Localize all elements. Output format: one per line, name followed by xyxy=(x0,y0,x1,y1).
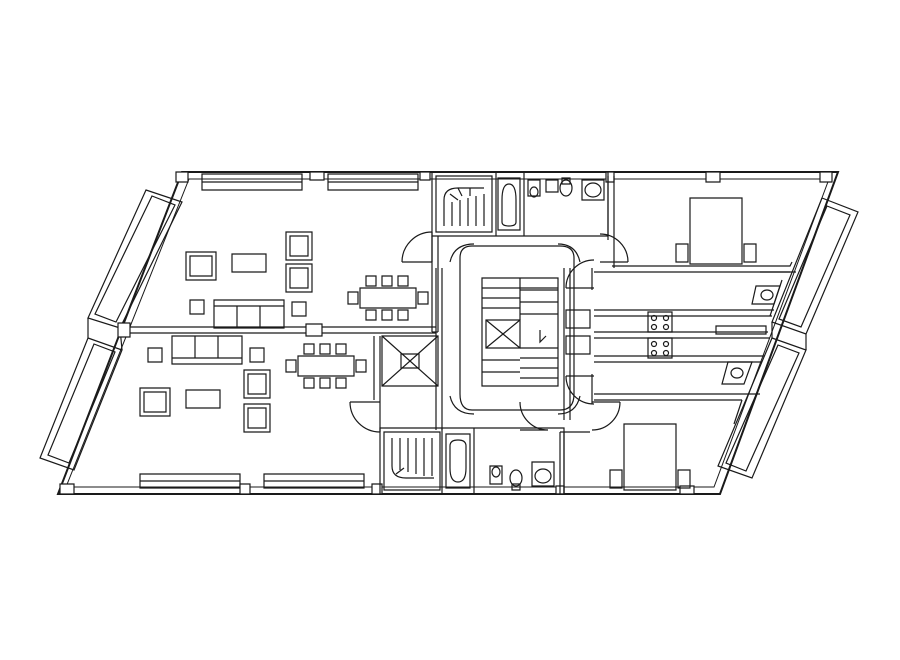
bidet-icon xyxy=(528,180,540,196)
main-staircase xyxy=(482,278,558,386)
balcony-west xyxy=(40,190,182,470)
service-core-north xyxy=(436,176,604,232)
dining-set-south xyxy=(286,344,366,388)
side-table-icon xyxy=(190,300,204,314)
coffee-table-icon xyxy=(186,390,220,408)
washbasin-icon xyxy=(582,180,604,200)
armchair-icon xyxy=(244,404,270,432)
bed-icon xyxy=(624,424,676,490)
cooktop-icon xyxy=(648,338,672,358)
nightstand-icon xyxy=(744,244,756,262)
wall-stubs xyxy=(374,268,592,404)
armchair-icon xyxy=(186,252,216,280)
kitchens-east xyxy=(566,272,796,384)
stair-hall xyxy=(450,244,580,414)
toilet-icon xyxy=(510,470,522,486)
furniture-living-south xyxy=(140,336,270,432)
kitchen-unit xyxy=(566,310,590,328)
toilet-icon xyxy=(560,180,572,196)
armchair-icon xyxy=(286,232,312,260)
side-table-icon xyxy=(292,302,306,316)
nightstand-icon xyxy=(676,244,688,262)
door-swings xyxy=(350,232,628,432)
nightstand-icon xyxy=(678,470,690,488)
bed-icon xyxy=(690,198,742,264)
side-table-icon xyxy=(148,348,162,362)
bathtub-icon xyxy=(446,434,470,488)
dining-set-north xyxy=(348,276,428,320)
side-table-icon xyxy=(250,348,264,362)
kitchen-unit xyxy=(566,336,590,354)
sofa-icon xyxy=(214,300,284,328)
sink-icon xyxy=(752,286,780,304)
nightstand-icon xyxy=(610,470,622,488)
party-wall xyxy=(118,323,436,337)
armchair-icon xyxy=(244,370,270,398)
bedroom-north xyxy=(594,176,792,272)
coffee-table-icon xyxy=(232,254,266,272)
balcony-east xyxy=(718,198,858,478)
armchair-icon xyxy=(286,264,312,292)
dining-table-icon xyxy=(360,288,416,308)
bedroom-south xyxy=(560,394,760,494)
dining-table-icon xyxy=(298,356,354,376)
bathtub-icon xyxy=(498,178,520,230)
sofa-icon xyxy=(172,336,242,364)
furniture-living-north xyxy=(186,232,312,328)
bidet-icon xyxy=(490,466,502,484)
cooktop-icon xyxy=(648,312,672,332)
service-core-south xyxy=(384,432,554,490)
sink-icon xyxy=(722,362,752,384)
washbasin-icon xyxy=(532,462,554,486)
armchair-icon xyxy=(140,388,170,416)
building-outline xyxy=(58,172,838,494)
